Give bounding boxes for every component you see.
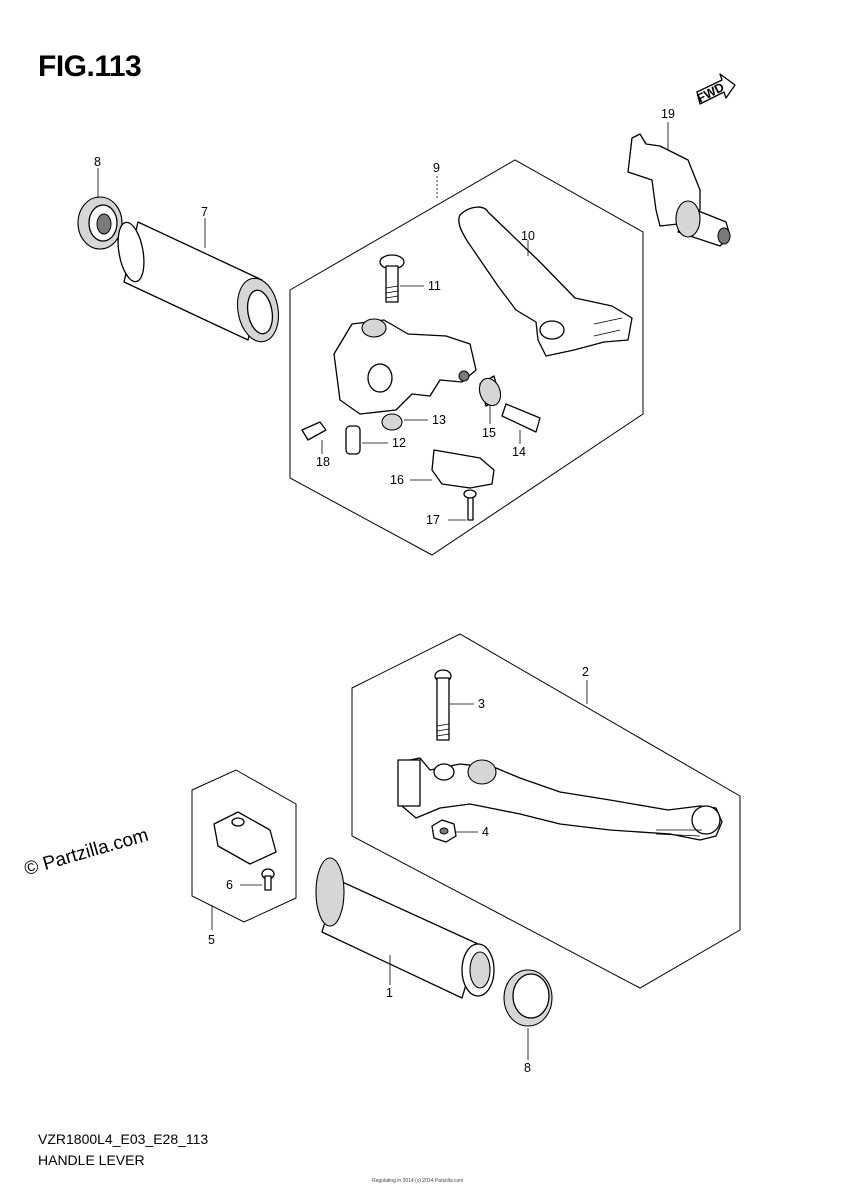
callout-4: 4: [482, 825, 489, 839]
callout-12: 12: [392, 436, 406, 450]
callout-6: 6: [226, 878, 233, 892]
brake-assembly-box: [351, 633, 741, 989]
figure-name: HANDLE LEVER: [38, 1152, 145, 1168]
fwd-label: FWD: [695, 80, 727, 106]
clutch-pivot-bolt-drawing: [379, 254, 405, 303]
brake-lever-drawing: [397, 757, 723, 841]
callout-3: 3: [478, 697, 485, 711]
callout-1: 1: [386, 986, 393, 1000]
callout-7: 7: [201, 205, 208, 219]
throttle-grip-drawing: [315, 857, 495, 999]
callout-14: 14: [512, 445, 526, 459]
figure-title: FIG.113: [38, 50, 142, 83]
callout-17: 17: [426, 513, 440, 527]
callout-8-bottom: 8: [524, 1061, 531, 1075]
model-code: VZR1800L4_E03_E28_113: [38, 1131, 209, 1147]
small-parts-top: [301, 375, 541, 521]
callout-11: 11: [428, 279, 441, 293]
fwd-arrow-icon: FWD: [695, 73, 736, 106]
callout-13: 13: [432, 413, 446, 427]
clutch-lever-drawing: [458, 206, 633, 357]
callout-9: 9: [433, 161, 440, 175]
brake-switch-drawing: [213, 811, 277, 891]
callout-18: 18: [316, 455, 330, 469]
brake-switch-box: [191, 769, 297, 923]
cable-guide-drawing: [627, 133, 731, 247]
clutch-holder-drawing: [333, 318, 477, 415]
callout-19: 19: [661, 107, 675, 121]
callout-16: 16: [390, 473, 404, 487]
callout-8-top: 8: [94, 155, 101, 169]
fine-print: Regulating in 2014 (c) 2014 Partzilla.co…: [372, 1178, 464, 1184]
clutch-assembly-box: [289, 159, 644, 556]
brake-pivot-bolt-drawing: [434, 669, 452, 741]
callout-2: 2: [582, 665, 589, 679]
callout-10: 10: [521, 229, 535, 243]
leader-lines: [97, 122, 669, 1060]
callout-15: 15: [482, 426, 496, 440]
grip-end-cap-top: [77, 196, 123, 250]
brake-nut-drawing: [431, 819, 457, 843]
left-grip-drawing: [117, 221, 280, 343]
callout-labels: 8 7 9 19 10 11 13 12 15 14 18 16 17 2 3 …: [94, 107, 675, 1075]
callout-5: 5: [208, 933, 215, 947]
grip-end-cap-bottom: [503, 969, 553, 1027]
